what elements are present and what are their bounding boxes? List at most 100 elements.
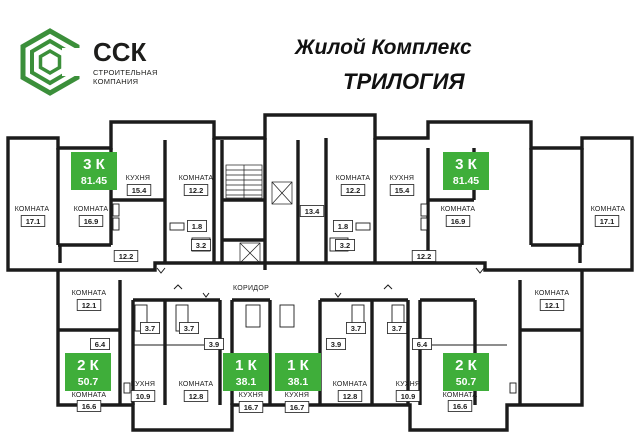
area-value: 3.7	[386, 322, 407, 334]
kitchen-label: КУХНЯ	[239, 392, 263, 399]
kitchen-label: КУХНЯ	[285, 392, 309, 399]
area-value: 6.4	[411, 338, 432, 350]
area-value: 13.4	[299, 205, 325, 217]
area-value: 3.7	[178, 322, 199, 334]
corridor-label: КОРИДОР	[233, 285, 269, 292]
complex-name: ТРИЛОГИЯ	[343, 69, 465, 94]
room-label: КОМНАТА	[72, 392, 107, 399]
area-value-text: 16.7	[244, 403, 259, 412]
area-value: 12.2	[411, 250, 437, 262]
area-value-text: 3.2	[340, 241, 350, 250]
area-value: 12.1	[76, 299, 102, 311]
area-value-text: 6.4	[417, 340, 428, 349]
area-value: 3.7	[139, 322, 160, 334]
apartment-badge: 1 К38.1	[275, 353, 321, 391]
area-value: 3.2	[334, 239, 355, 251]
apartment-rooms: 2 К	[455, 357, 478, 374]
area-value-text: 16.6	[453, 402, 468, 411]
brand-logo: ССК СТРОИТЕЛЬНАЯ КОМПАНИЯ	[20, 28, 158, 96]
area-value-text: 3.2	[196, 241, 206, 250]
area-value-text: 10.9	[401, 392, 416, 401]
apartment-rooms: 2 К	[77, 357, 100, 374]
area-value-text: 3.7	[184, 324, 194, 333]
area-value: 12.2	[340, 184, 366, 196]
complex-title: Жилой Комплекс	[294, 36, 472, 59]
kitchen-label: КУХНЯ	[390, 175, 414, 182]
door-markers	[156, 267, 485, 298]
area-value-text: 6.4	[95, 340, 106, 349]
area-value: 12.2	[113, 250, 139, 262]
apartment-badge: 2 К 50.7	[65, 353, 111, 391]
area-value-text: 17.1	[600, 217, 615, 226]
area-value: 3.9	[325, 338, 346, 350]
area-value: 12.1	[539, 299, 565, 311]
area-value-text: 1.8	[192, 222, 202, 231]
apartment-rooms: 1 К	[235, 357, 258, 374]
area-value-text: 1.8	[338, 222, 348, 231]
area-value: 15.4	[126, 184, 152, 196]
room-labels: КОМНАТА КОМНАТА КУХНЯ КОМНАТА КОМНАТА КУ…	[15, 175, 626, 399]
area-value-text: 12.2	[189, 186, 204, 195]
room-label: КОМНАТА	[179, 175, 214, 182]
area-value-text: 12.1	[545, 301, 560, 310]
brand-subtitle-line1: СТРОИТЕЛЬНАЯ	[93, 68, 158, 77]
area-value-text: 12.2	[417, 252, 432, 261]
area-value: 16.7	[238, 401, 264, 413]
apartment-rooms: 3 К	[455, 156, 478, 173]
room-label: КОМНАТА	[179, 381, 214, 388]
area-value-text: 3.9	[209, 340, 219, 349]
apartment-badge: 3 К 81.45	[443, 152, 489, 190]
apartment-rooms: 1 К	[287, 357, 310, 374]
area-value: 3.9	[203, 338, 224, 350]
kitchen-label: КУХНЯ	[126, 175, 150, 182]
apartment-badge: 1 К38.1	[223, 353, 269, 391]
room-label: КОМНАТА	[15, 206, 50, 213]
apartment-badge: 2 К 50.7	[443, 353, 489, 391]
area-value-text: 12.1	[82, 301, 97, 310]
area-value-text: 16.7	[290, 403, 305, 412]
brand-name: ССК	[93, 37, 147, 67]
room-label: КОМНАТА	[333, 381, 368, 388]
room-label: КОМНАТА	[441, 206, 476, 213]
apartment-badges: 3 К 81.45 3 К 81.45 2 К 50.7 1 К38.11 К38.1 2 К…	[65, 152, 489, 391]
area-value: 17.1	[20, 215, 46, 227]
area-value-text: 12.8	[189, 392, 204, 401]
area-value: 16.9	[78, 215, 104, 227]
area-value-text: 15.4	[132, 186, 147, 195]
area-value-text: 16.9	[84, 217, 99, 226]
area-value: 16.7	[284, 401, 310, 413]
area-value: 16.6	[447, 400, 473, 412]
area-value-text: 3.9	[331, 340, 341, 349]
area-value-text: 10.9	[136, 392, 151, 401]
area-value: 12.2	[183, 184, 209, 196]
kitchen-label: КУХНЯ	[131, 381, 155, 388]
area-value: 17.1	[594, 215, 620, 227]
area-value-text: 16.9	[451, 217, 466, 226]
apartment-area: 50.7	[78, 376, 99, 388]
area-value: 16.6	[76, 400, 102, 412]
area-value-text: 13.4	[305, 207, 320, 216]
area-value-text: 3.7	[145, 324, 155, 333]
area-value: 10.9	[395, 390, 421, 402]
area-value-text: 16.6	[82, 402, 97, 411]
room-label: КОМНАТА	[72, 290, 107, 297]
room-label: КОМНАТА	[336, 175, 371, 182]
room-label: КОМНАТА	[591, 206, 626, 213]
area-value: 1.8	[332, 220, 353, 232]
area-value: 1.8	[186, 220, 207, 232]
apartment-area: 50.7	[456, 376, 477, 388]
area-value-text: 17.1	[26, 217, 41, 226]
area-value: 12.8	[337, 390, 363, 402]
apartment-area: 81.45	[453, 175, 479, 187]
area-value: 10.9	[130, 390, 156, 402]
area-value-text: 3.7	[351, 324, 361, 333]
brand-subtitle-line2: КОМПАНИЯ	[93, 77, 138, 86]
area-value: 16.9	[445, 215, 471, 227]
apartment-badge: 3 К 81.45	[71, 152, 117, 190]
ssk-logo-icon	[20, 28, 80, 96]
apartment-area: 81.45	[81, 175, 107, 187]
apartment-rooms: 3 К	[83, 156, 106, 173]
room-label: КОМНАТА	[535, 290, 570, 297]
